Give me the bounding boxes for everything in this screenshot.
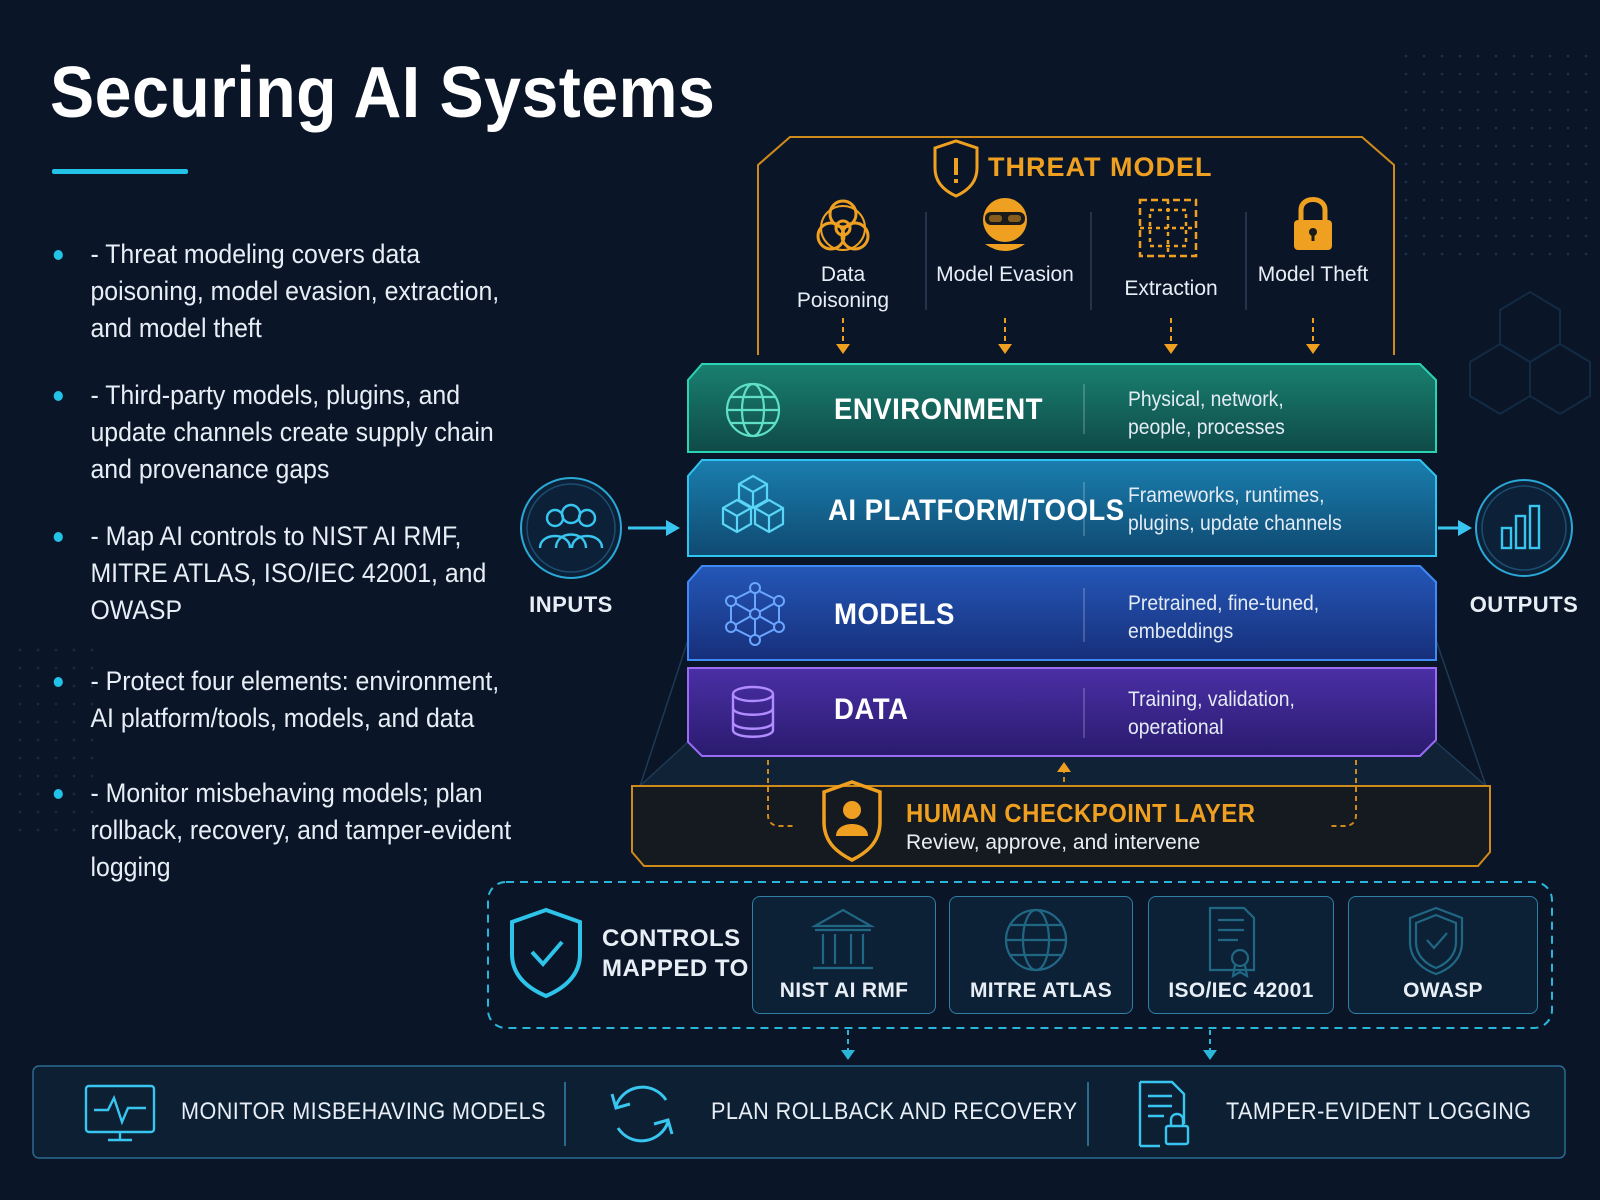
threat-model-title: THREAT MODEL [988,152,1213,182]
layer-ai-platform [687,459,1437,557]
database-icon [731,685,775,738]
framework-label: OWASP [1403,979,1483,1002]
bullet-item: - Protect four elements: environment, AI… [50,663,523,737]
layer-desc-ai-platform: Frameworks, runtimes, plugins, update ch… [1128,484,1342,535]
layer-desc-environment: Physical, network, people, processes [1128,388,1285,439]
framework-label: ISO/IEC 42001 [1168,979,1314,1002]
padlock-icon [1294,197,1332,250]
shield-person-icon [822,780,882,862]
title-underline [52,169,188,174]
bullet-dot [53,532,63,542]
threat-label-extraction: Extraction [1124,277,1218,300]
layer-data [687,667,1437,757]
layer-environment [687,363,1437,453]
network-icon [725,582,785,646]
framework-card-nist: NIST AI RMF [752,896,936,1014]
layer-title-models: MODELS [834,598,955,631]
framework-label: NIST AI RMF [779,979,909,1002]
threat-label-model-theft: Model Theft [1257,263,1369,286]
page-title: Securing AI Systems [50,53,716,133]
bullet-item: - Monitor misbehaving models; plan rollb… [50,775,523,886]
bottom-label-monitor: MONITOR MISBEHAVING MODELS [181,1098,546,1125]
human-checkpoint-subtitle: Review, approve, and intervene [906,831,1201,854]
bullet-item: - Threat modeling covers data poisoning,… [50,236,523,347]
bullet-dot [53,677,63,687]
inputs-label: INPUTS [529,592,613,617]
shield-alert-icon [933,139,979,198]
controls-title: CONTROLS MAPPED TO [602,925,749,982]
shield-check-icon [510,907,582,999]
bottom-label-rollback: PLAN ROLLBACK AND RECOVERY [711,1098,1078,1125]
outputs-label: OUTPUTS [1469,592,1579,617]
controls-frame [487,881,1553,1029]
human-checkpoint-title: HUMAN CHECKPOINT LAYER [906,798,1256,828]
threat-label-data-poisoning: Data Poisoning [796,263,890,312]
layer-models [687,565,1437,661]
layer-title-ai-platform: AI PLATFORM/TOOLS [828,494,1125,527]
bottom-label-logging: TAMPER-EVIDENT LOGGING [1226,1098,1532,1125]
bottom-bar [32,1065,1566,1159]
threat-label-model-evasion: Model Evasion [936,263,1074,286]
threat-model-frame [757,136,1395,355]
cubes-icon [721,474,785,534]
bullet-dot [53,789,63,799]
extraction-grid-icon [1138,198,1198,258]
monitor-pulse-icon [84,1084,156,1142]
inputs-icon [520,477,622,579]
framework-label: MITRE ATLAS [969,979,1113,1002]
biohazard-icon [816,199,870,251]
masked-face-icon [983,198,1027,251]
layer-desc-data: Training, validation, operational [1128,688,1295,739]
bullet-dot [53,250,63,260]
bullet-dot [53,391,63,401]
layer-title-data: DATA [834,693,909,726]
globe-icon [725,382,781,438]
locked-document-icon [1138,1080,1190,1148]
bullet-item: - Third-party models, plugins, and updat… [50,377,523,488]
bullet-list: - Threat modeling covers data poisoning,… [50,236,511,916]
outputs-icon [1475,479,1573,577]
framework-card-mitre: MITRE ATLAS [949,896,1133,1014]
framework-card-iso: ISO/IEC 42001 [1148,896,1334,1014]
layer-title-environment: ENVIRONMENT [834,393,1044,426]
refresh-icon [610,1085,674,1143]
bullet-item: - Map AI controls to NIST AI RMF, MITRE … [50,518,523,629]
framework-card-owasp: OWASP [1348,896,1538,1014]
layer-desc-models: Pretrained, fine-tuned, embeddings [1128,592,1320,643]
